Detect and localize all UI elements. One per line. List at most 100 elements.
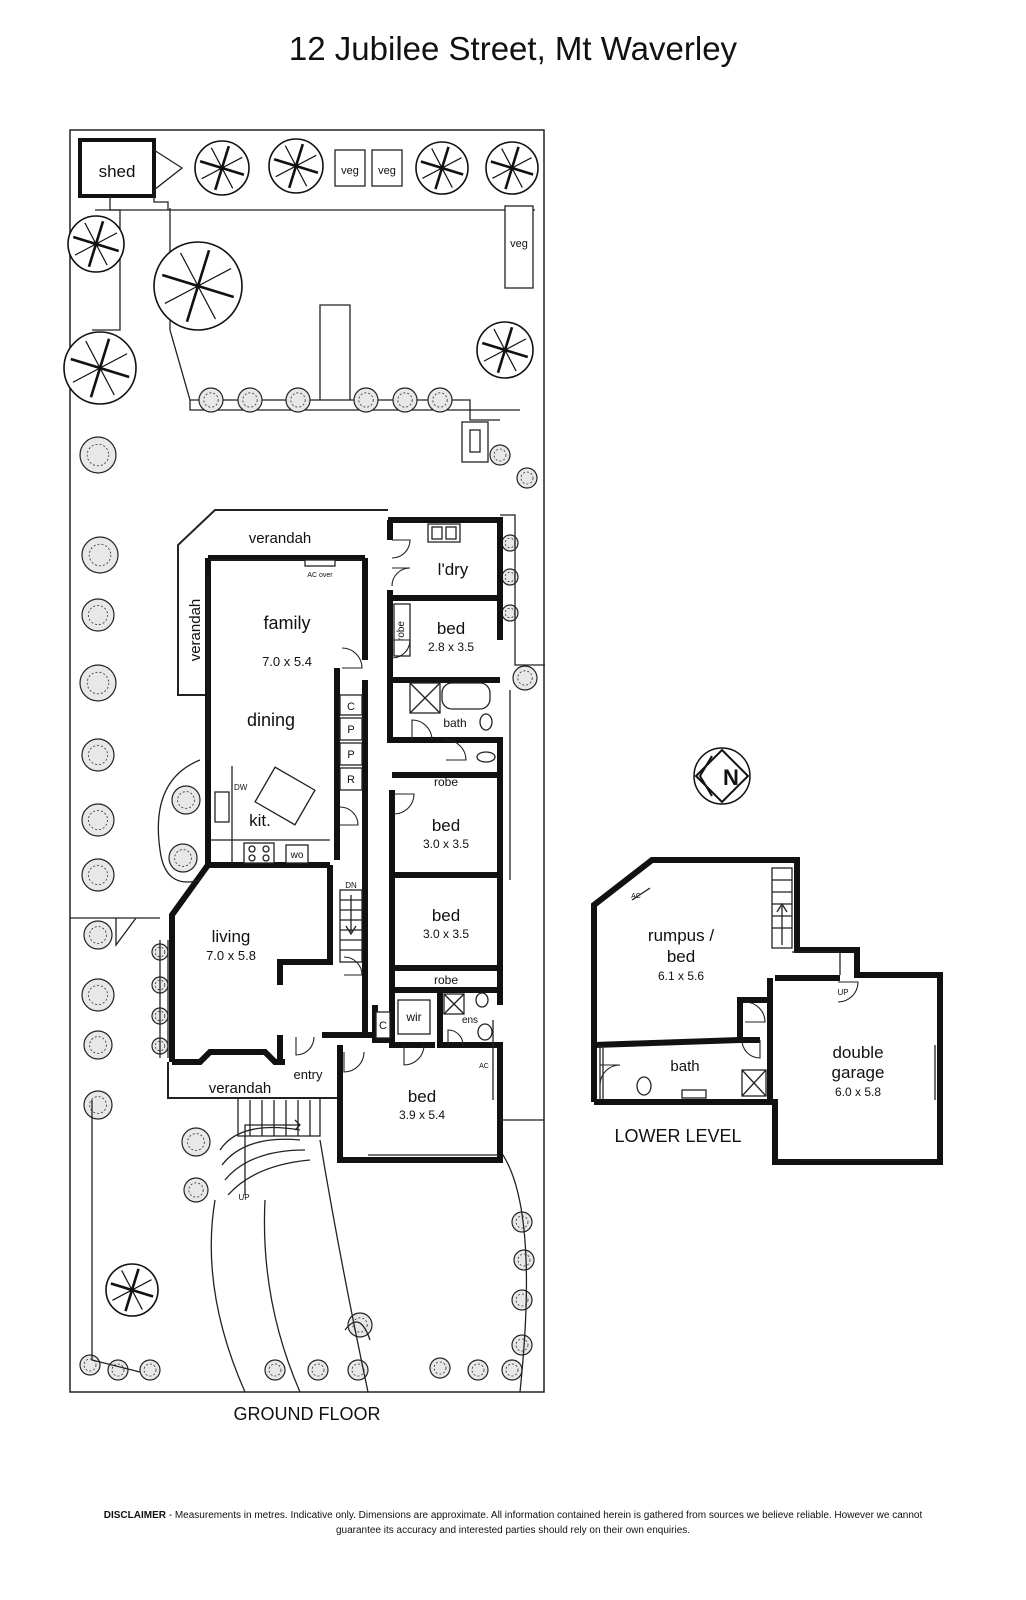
- veg-bed-1: [334, 149, 366, 187]
- family-dim: 7.0 x 5.4: [262, 654, 312, 669]
- shrub-symbol: [427, 387, 453, 413]
- tree-symbol: [67, 215, 125, 273]
- ens-label: ens: [462, 1015, 478, 1026]
- bedroom-wing: [388, 517, 503, 595]
- tree-symbol: [63, 331, 137, 405]
- shrub-symbol: [347, 1359, 369, 1381]
- tree-symbol: [105, 1263, 159, 1317]
- front-steps: [219, 1098, 321, 1196]
- shrub-symbol: [511, 1334, 533, 1356]
- disclaimer-label: DISCLAIMER: [103, 1510, 166, 1521]
- bath-ground-label: bath: [443, 716, 466, 730]
- shed: [78, 138, 156, 198]
- verandah-front-label: verandah: [209, 1080, 272, 1097]
- rumpus-dim: 6.1 x 5.6: [658, 969, 704, 983]
- living-dim: 7.0 x 5.8: [206, 948, 256, 963]
- shrub-symbol: [79, 436, 117, 474]
- shrub-symbol: [347, 1312, 373, 1338]
- shrub-symbol: [171, 785, 201, 815]
- shrub-symbol: [79, 1354, 101, 1376]
- trees-layer: [63, 138, 539, 1317]
- bed2-dim: 3.0 x 3.5: [423, 837, 469, 851]
- lower-level-walls: [591, 857, 943, 1165]
- shrub-symbol: [183, 1177, 209, 1203]
- shrub-symbol: [181, 1127, 211, 1157]
- shrub-symbol: [83, 1030, 113, 1060]
- stairs-down: [339, 889, 363, 963]
- shrub-symbol: [516, 467, 538, 489]
- bath-lower-label: bath: [670, 1058, 699, 1075]
- shrub-symbol: [107, 1359, 129, 1381]
- up-label-ground: UP: [238, 1193, 249, 1202]
- tree-symbol: [476, 321, 534, 379]
- dining-label: dining: [247, 710, 295, 730]
- verandah-side-label: verandah: [187, 599, 204, 662]
- disclaimer: DISCLAIMER - Measurements in metres. Ind…: [100, 1508, 926, 1538]
- shrub-symbol: [489, 444, 511, 466]
- north-compass: [693, 747, 751, 805]
- shrub-symbol: [264, 1359, 286, 1381]
- shrub-symbol: [81, 803, 115, 837]
- tree-symbol: [268, 138, 324, 194]
- shrub-symbol: [83, 920, 113, 950]
- bed1-label: bed: [437, 619, 465, 638]
- ac-label-master: AC: [479, 1063, 489, 1070]
- shrub-symbol: [79, 664, 117, 702]
- kitchen-label: kit.: [249, 811, 271, 830]
- veg-label: veg: [341, 165, 359, 177]
- family-label: family: [263, 613, 310, 633]
- master-label: bed: [408, 1087, 436, 1106]
- entry-label: entry: [294, 1067, 323, 1082]
- kitchen-island: [254, 766, 316, 826]
- tree-symbol: [485, 141, 539, 195]
- veg-label: veg: [510, 238, 528, 250]
- shrub-symbol: [237, 387, 263, 413]
- robe1-label: robe: [434, 775, 458, 789]
- shrub-symbol: [81, 978, 115, 1012]
- verandah-outline: [177, 509, 388, 696]
- disclaimer-text: - Measurements in metres. Indicative onl…: [165, 1510, 923, 1536]
- bed3-label: bed: [432, 906, 460, 925]
- cupboard-c2-label: C: [379, 1020, 387, 1032]
- up-label-lower: UP: [837, 988, 848, 997]
- plan-title: 12 Jubilee Street, Mt Waverley: [288, 30, 738, 67]
- robe2-label: robe: [434, 973, 458, 987]
- veg-label: veg: [378, 165, 396, 177]
- tree-symbol: [194, 140, 250, 196]
- shrub-symbol: [392, 387, 418, 413]
- dw-label: DW: [234, 783, 248, 792]
- shrub-symbol: [513, 1249, 535, 1271]
- garage-label: double: [832, 1043, 883, 1062]
- ac-label-lower: AC: [631, 893, 641, 900]
- rumpus-label-2: bed: [667, 947, 695, 966]
- lot-boundary: [69, 129, 545, 1393]
- living-label: living: [212, 927, 251, 946]
- shrub-symbol: [81, 536, 119, 574]
- shrub-symbol: [307, 1359, 329, 1381]
- verandah-top-label: verandah: [249, 530, 312, 547]
- shrub-symbol: [81, 858, 115, 892]
- shrub-symbol: [429, 1357, 451, 1379]
- shrub-symbol: [81, 598, 115, 632]
- tree-symbol: [153, 241, 243, 331]
- master-dim: 3.9 x 5.4: [399, 1108, 445, 1122]
- pantry-p1-label: P: [347, 724, 354, 736]
- shrub-symbol: [168, 843, 198, 873]
- robe-small-label: robe: [396, 621, 407, 641]
- shrub-symbol: [467, 1359, 489, 1381]
- dn-label: DN: [345, 881, 357, 890]
- ground-floor-label: GROUND FLOOR: [233, 1404, 380, 1424]
- wo-label: wo: [290, 850, 304, 861]
- garage-dim: 6.0 x 5.8: [835, 1085, 881, 1099]
- shrub-symbol: [139, 1359, 161, 1381]
- cooktop: [243, 842, 275, 864]
- bed2-label: bed: [432, 816, 460, 835]
- shrub-symbol: [83, 1090, 113, 1120]
- shrubs-layer: [79, 387, 538, 1381]
- veg-bed-3: [504, 205, 534, 289]
- shrub-symbol: [285, 387, 311, 413]
- veg-bed-2: [371, 149, 403, 187]
- garage-label-2: garage: [832, 1063, 885, 1082]
- laundry-label: l'dry: [438, 560, 469, 579]
